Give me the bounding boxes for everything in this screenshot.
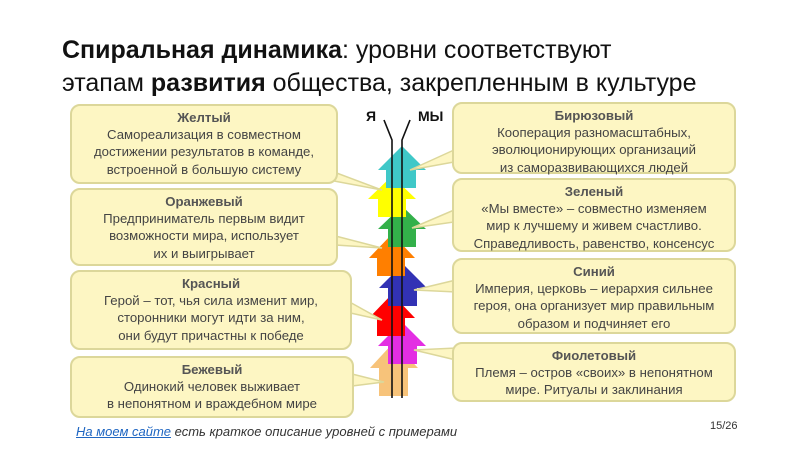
callout-blue: Синий Империя, церковь – иерархия сильне…	[452, 258, 736, 334]
site-link[interactable]: На моем сайте	[76, 424, 171, 439]
callout-yellow: Желтый Самореализация в совместном дости…	[70, 104, 338, 184]
level-text-green-1: «Мы вместе» – совместно изменяем	[481, 201, 707, 217]
spiral-arrow-red	[369, 294, 415, 336]
callout-tail-beige	[351, 373, 385, 387]
level-text-blue-3: образом и подчиняет его	[517, 315, 671, 331]
level-text-beige-1: Одинокий человек выживает	[123, 379, 301, 395]
level-text-yellow-3: встроенной в большую систему	[106, 161, 302, 177]
level-text-blue-2: героя, она организует мир правильным	[473, 298, 715, 314]
title-text-2: этапам	[62, 69, 151, 97]
axis-label-my: МЫ	[418, 108, 444, 124]
callout-violet: Фиолетовый Племя – остров «своих» в непо…	[452, 342, 736, 402]
callout-orange: Оранжевый Предприниматель первым видит в…	[70, 188, 338, 266]
page-number: 15/26	[710, 420, 738, 432]
spiral-arrow-violet	[378, 322, 426, 364]
level-name-orange: Оранжевый	[165, 194, 243, 209]
level-text-yellow-1: Самореализация в совместном	[107, 127, 301, 143]
level-text-red-3: они будут причастны к победе	[118, 327, 304, 343]
axis-line-my	[401, 119, 411, 398]
callout-turquoise: Бирюзовый Кооперация разномасштабных, эв…	[452, 102, 736, 175]
title-text-1: : уровни соответствуют	[342, 36, 612, 64]
callout-tail-violet	[413, 347, 457, 361]
callout-green: Зеленый «Мы вместе» – совместно изменяем…	[452, 178, 736, 252]
spiral-arrow-orange	[369, 234, 415, 276]
level-text-green-2: мир к лучшему и живем счастливо.	[486, 218, 702, 234]
title-text-3: общества, закрепленным в культуре	[265, 69, 697, 97]
level-name-blue: Синий	[573, 264, 615, 279]
level-name-turquoise: Бирюзовый	[554, 108, 634, 123]
level-text-turquoise-1: Кооперация разномасштабных,	[497, 125, 691, 141]
footer-note: На моем сайте есть краткое описание уров…	[76, 424, 457, 439]
callout-tail-blue	[413, 279, 457, 293]
level-text-yellow-2: достижении результатов в команде,	[93, 144, 315, 160]
level-text-orange-2: возможности мира, использует	[109, 228, 299, 244]
level-text-turquoise-2: эволюционирующих организаций	[491, 142, 697, 158]
level-text-violet-2: мире. Ритуалы и заклинания	[505, 382, 683, 398]
level-text-green-3: Справедливость, равенство, консенсус	[473, 235, 715, 251]
axis-line-ya	[383, 119, 393, 398]
level-text-orange-1: Предприниматель первым видит	[103, 211, 305, 227]
callout-tail-green	[411, 208, 455, 229]
level-text-red-2: сторонники могут идти за ним,	[117, 310, 305, 326]
spiral-arrow-green	[378, 206, 426, 247]
level-text-orange-3: их и выигрывает	[153, 245, 255, 261]
level-text-red-1: Герой – тот, чья сила изменит мир,	[104, 293, 318, 309]
callout-red: Красный Герой – тот, чья сила изменит ми…	[70, 270, 352, 350]
title-bold-term: Спиральная динамика	[62, 36, 343, 64]
spiral-arrow-turquoise	[378, 146, 426, 188]
level-name-beige: Бежевый	[181, 362, 243, 377]
level-name-green: Зеленый	[564, 184, 624, 199]
callout-tail-turquoise	[409, 148, 455, 171]
slide-title: Спиральная динамика: уровни соответствую…	[62, 34, 782, 100]
level-text-violet-1: Племя – остров «своих» в непонятном	[475, 365, 713, 381]
spiral-arrow-beige	[370, 342, 418, 396]
level-text-turquoise-3: из саморазвивающихся людей	[499, 159, 689, 175]
level-name-red: Красный	[181, 276, 241, 291]
level-text-beige-2: в непонятном и враждебном мире	[107, 396, 317, 412]
title-bold-word: развития	[150, 69, 266, 97]
spiral-arrow-blue	[379, 264, 427, 306]
footer-text: есть краткое описание уровней с примерам…	[171, 424, 458, 439]
level-text-blue-1: Империя, церковь – иерархия сильнее	[475, 281, 713, 297]
spiral-arrow-yellow	[368, 176, 416, 217]
level-name-violet: Фиолетовый	[551, 348, 637, 363]
callout-beige: Бежевый Одинокий человек выживает в непо…	[70, 356, 354, 418]
axis-label-ya: Я	[366, 108, 377, 124]
level-name-yellow: Желтый	[177, 110, 231, 125]
